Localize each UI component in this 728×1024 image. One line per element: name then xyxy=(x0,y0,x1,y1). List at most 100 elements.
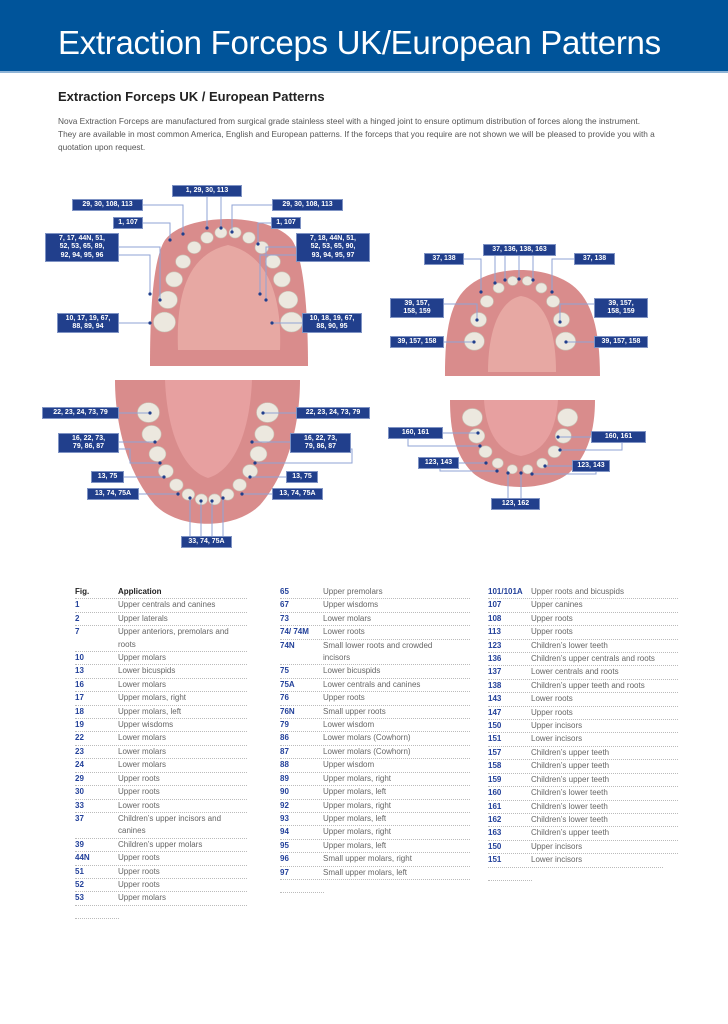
fig-number: 37 xyxy=(75,813,84,823)
application-text: Children’s upper centrals and roots xyxy=(531,654,655,664)
fig-number: 18 xyxy=(75,706,84,716)
tooth xyxy=(200,231,214,244)
application-text: Children’s lower teeth xyxy=(531,814,608,824)
application-text: Upper premolars xyxy=(323,587,383,596)
application-text: Upper molars, left xyxy=(323,840,387,850)
forceps-label: 13, 75 xyxy=(286,471,318,483)
application-text: Upper roots xyxy=(118,879,160,889)
forceps-label: 7, 18, 44N, 51, 52, 53, 65, 90, 93, 94, … xyxy=(296,233,370,262)
fig-number: 76N xyxy=(280,706,295,716)
tooth xyxy=(553,312,570,328)
application-text: Upper molars, right xyxy=(323,800,392,810)
forceps-label: 37, 136, 138, 163 xyxy=(483,244,556,256)
forceps-label: 1, 107 xyxy=(113,217,143,229)
table-row: 162 Children’s lower teeth xyxy=(488,814,678,828)
application-text: Upper molars, right xyxy=(323,827,392,837)
application-text: Upper molars, right xyxy=(323,773,392,783)
fig-number: 150 xyxy=(488,721,502,731)
divider xyxy=(488,879,532,881)
application-text: Children’s upper teeth and roots xyxy=(531,680,645,690)
tooth xyxy=(175,254,191,269)
table-row: 143 Lower roots xyxy=(488,693,678,707)
fig-number: 94 xyxy=(280,827,289,837)
application-text: Lower incisors xyxy=(531,855,583,865)
application-text: Lower incisors xyxy=(531,734,583,744)
tooth xyxy=(478,445,493,458)
application-text: Upper incisors xyxy=(531,721,583,731)
divider xyxy=(75,917,119,919)
fig-number: 88 xyxy=(280,760,289,770)
application-text: Upper roots and bicuspids xyxy=(531,587,624,596)
application-text: Children’s lower teeth xyxy=(531,640,608,650)
upper-adult-palate xyxy=(177,245,281,350)
tooth xyxy=(273,271,291,288)
fig-number: 19 xyxy=(75,720,84,730)
application-text: Children’s upper teeth xyxy=(531,774,610,784)
forceps-label: 33, 74, 75A xyxy=(181,536,232,548)
application-text: Upper molars, left xyxy=(323,813,387,823)
forceps-label: 1, 29, 30, 113 xyxy=(172,185,242,197)
fig-number: 16 xyxy=(75,679,84,689)
fig-number: 92 xyxy=(280,800,289,810)
fig-number: 162 xyxy=(488,814,502,824)
tooth xyxy=(158,464,174,479)
application-text: Lower molars xyxy=(118,746,167,756)
application-text: Lower centrals and roots xyxy=(531,667,619,677)
fig-number: 7 xyxy=(75,627,80,637)
forceps-label: 13, 74, 75A xyxy=(87,488,139,500)
intro-paragraph: Nova Extraction Forceps are manufactured… xyxy=(58,116,655,152)
application-text: Upper incisors xyxy=(531,841,583,851)
fig-number: 30 xyxy=(75,787,84,797)
fig-number: 73 xyxy=(280,613,289,623)
fig-number: 52 xyxy=(75,879,84,889)
forceps-label: 10, 17, 19, 67, 88, 89, 94 xyxy=(57,313,119,333)
tooth-marker-dots xyxy=(148,226,568,503)
tooth xyxy=(547,445,562,458)
leader-lines xyxy=(119,197,623,536)
tooth xyxy=(208,493,221,506)
application-text: Children’s upper teeth xyxy=(531,828,610,838)
table-row: 92 Upper molars, right xyxy=(280,800,470,813)
application-text: Lower molars (Cowhorn) xyxy=(323,733,411,743)
fig-number: 97 xyxy=(280,867,289,877)
fig-number: 96 xyxy=(280,854,289,864)
tooth xyxy=(153,311,176,333)
fig-number: 89 xyxy=(280,773,289,783)
application-text: Children’s upper incisors and canines xyxy=(118,813,222,836)
application-text: Lower roots xyxy=(531,694,573,704)
fig-number: 143 xyxy=(488,694,502,704)
application-header: Application xyxy=(118,587,162,596)
fig-number: 158 xyxy=(488,761,502,771)
forceps-label: 1, 107 xyxy=(271,217,301,229)
application-text: Lower bicuspids xyxy=(118,666,176,676)
tooth xyxy=(141,425,162,444)
application-text: Upper roots xyxy=(118,773,160,783)
forceps-label: 160, 161 xyxy=(388,427,443,439)
fig-number: 53 xyxy=(75,893,84,903)
tooth xyxy=(280,311,303,333)
application-text: Upper roots xyxy=(118,866,160,876)
fig-number: 75A xyxy=(280,679,295,689)
